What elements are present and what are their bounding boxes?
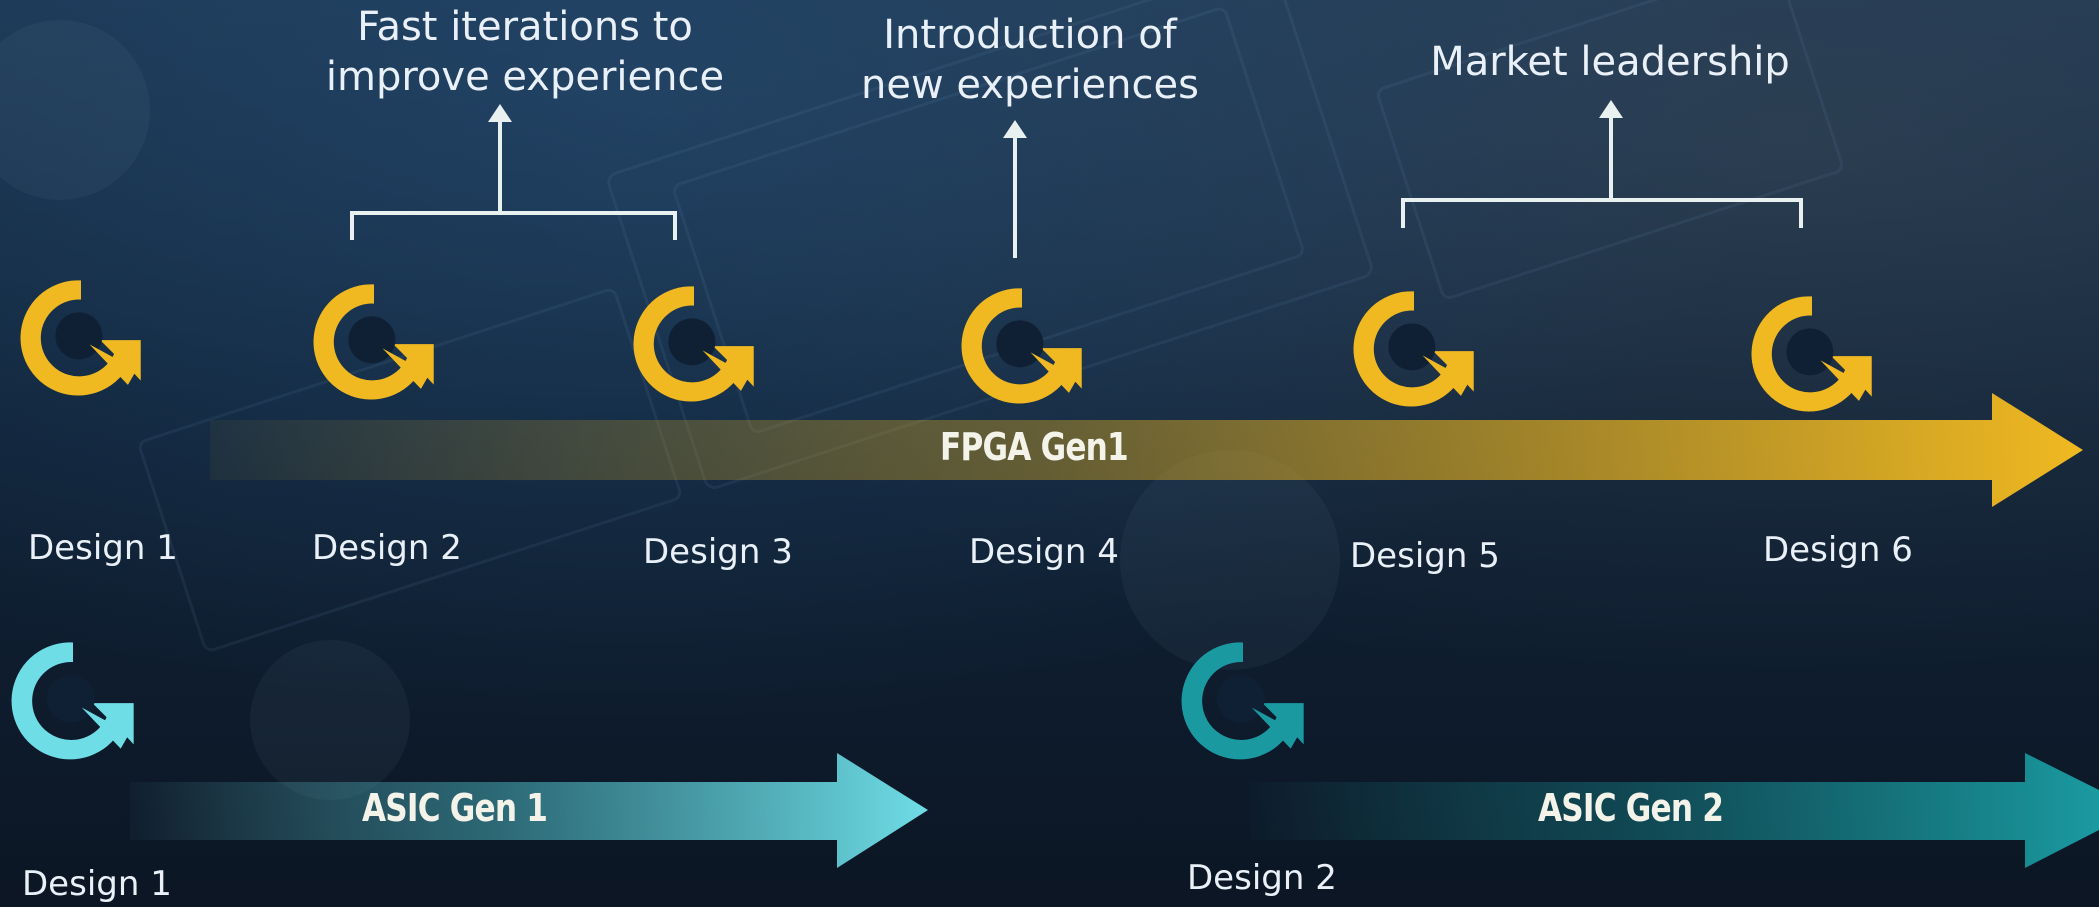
asic-gen1-arrow bbox=[130, 753, 928, 868]
fpga-design-5-label: Design 5 bbox=[1350, 536, 1500, 576]
annotation-fast-iterations: Fast iterations to improve experience bbox=[325, 4, 725, 100]
cycle-icon bbox=[633, 286, 754, 402]
cycle-icon bbox=[20, 280, 141, 396]
up-arrow-icon bbox=[488, 104, 512, 122]
cycle-icon bbox=[961, 288, 1082, 404]
fpga-design-4-label: Design 4 bbox=[969, 532, 1119, 572]
cycle-icon bbox=[1181, 642, 1304, 760]
asic-gen1-bar-label: ASIC Gen 1 bbox=[362, 786, 548, 830]
cycle-icon bbox=[11, 642, 134, 760]
asic-gen1-design-label: Design 1 bbox=[22, 864, 172, 904]
fpga-design-3-label: Design 3 bbox=[643, 532, 793, 572]
asic-gen2-arrow bbox=[1250, 753, 2099, 868]
fpga-gen1-arrow bbox=[210, 393, 2083, 507]
up-arrow-icon bbox=[1599, 100, 1623, 118]
fpga-bar-label: FPGA Gen1 bbox=[940, 425, 1129, 469]
fpga-design-1-label: Design 1 bbox=[28, 528, 178, 568]
asic-gen2-design-label: Design 2 bbox=[1187, 858, 1337, 898]
up-arrow-icon bbox=[1003, 120, 1027, 138]
bracket-fast-iterations bbox=[350, 115, 677, 240]
bracket-market-leadership bbox=[1401, 115, 1803, 228]
fpga-design-2-label: Design 2 bbox=[312, 528, 462, 568]
annotation-introduction: Introduction of new experiences bbox=[861, 12, 1199, 108]
asic-gen2-bar-label: ASIC Gen 2 bbox=[1538, 786, 1724, 830]
cycle-icon bbox=[1353, 291, 1474, 407]
fpga-design-6-label: Design 6 bbox=[1763, 530, 1913, 570]
annotation-market-leadership: Market leadership bbox=[1430, 39, 1790, 85]
cycle-icon bbox=[1751, 296, 1872, 412]
cycle-icon bbox=[313, 284, 434, 400]
